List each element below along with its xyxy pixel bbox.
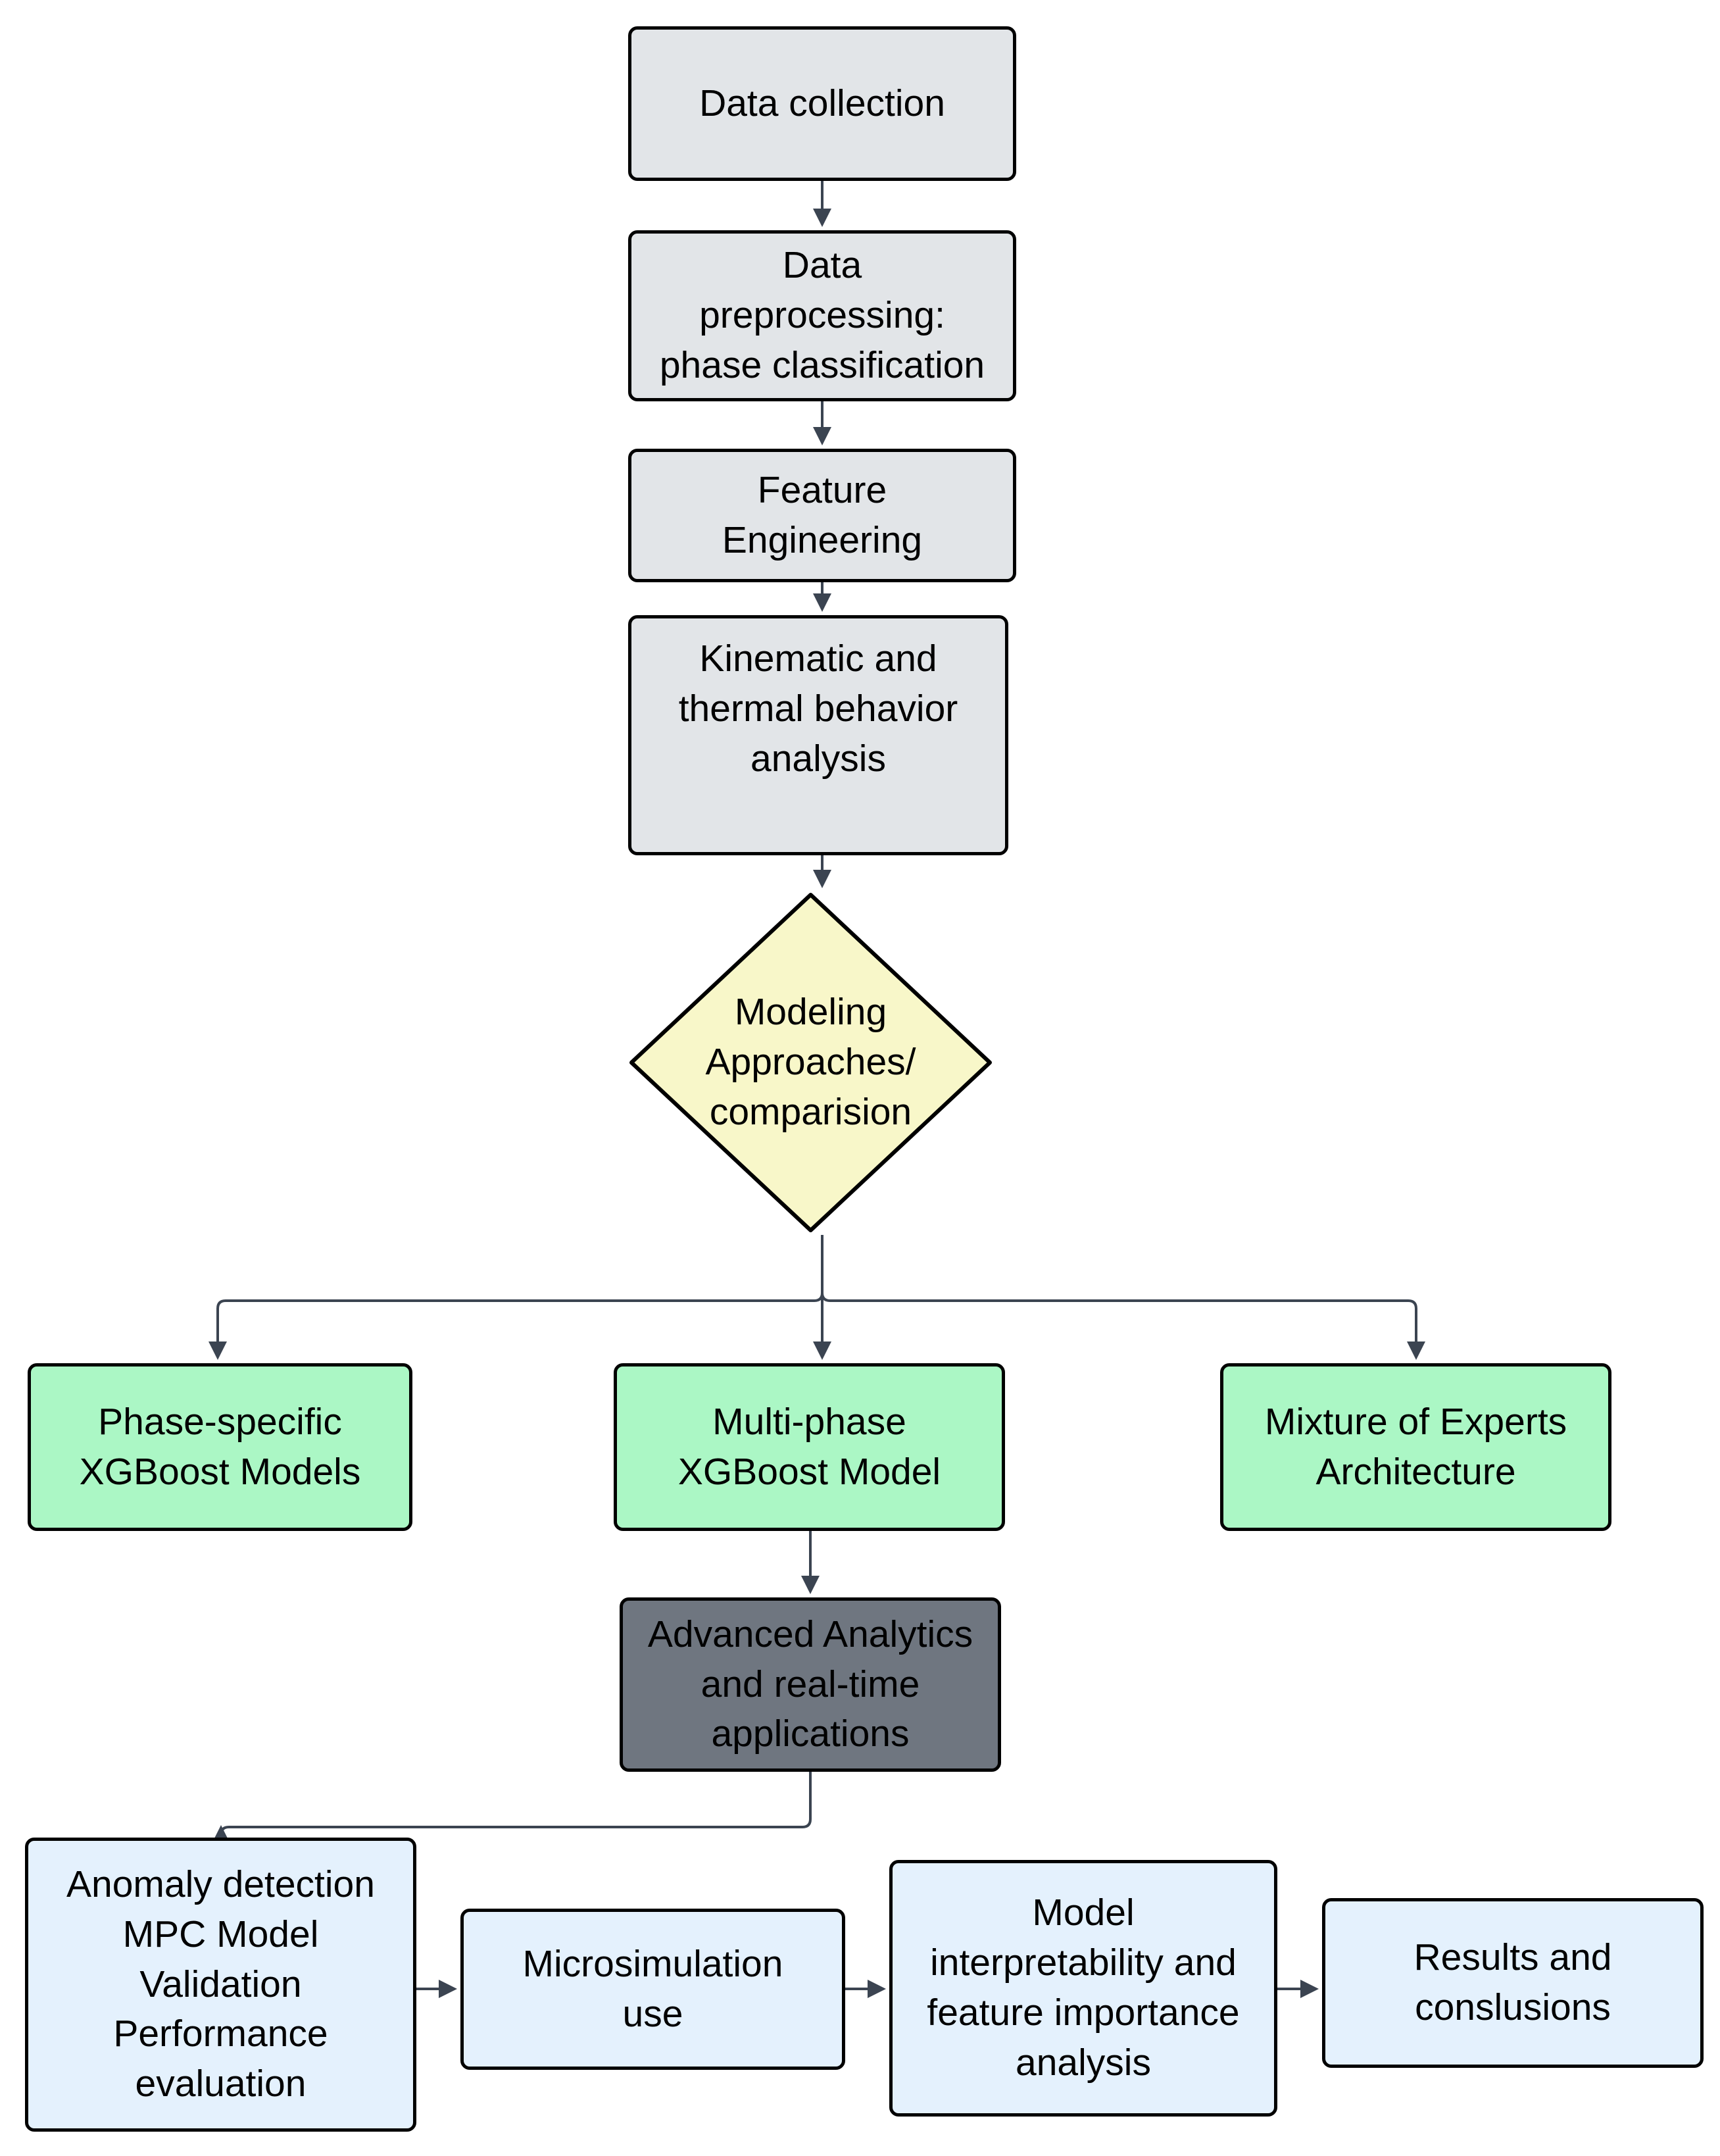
- node-microsimulation-use-label: Microsimulation use: [522, 1942, 783, 2035]
- node-mixture-of-experts-label: Mixture of Experts Architecture: [1264, 1400, 1567, 1493]
- node-data-preprocessing-label: Data preprocessing: phase classification: [659, 244, 985, 386]
- node-data-collection-label: Data collection: [699, 82, 945, 124]
- node-anomaly-detection[interactable]: Anomaly detection MPC Model Validation P…: [25, 1838, 416, 2132]
- node-multi-phase-xgboost[interactable]: Multi-phase XGBoost Model: [614, 1363, 1005, 1531]
- edge-modeling-to-mixture: [821, 1235, 1425, 1360]
- node-multi-phase-xgboost-label: Multi-phase XGBoost Model: [677, 1400, 941, 1493]
- node-kinematic-thermal-analysis[interactable]: Kinematic and thermal behavior analysis: [628, 615, 1008, 855]
- node-anomaly-detection-label: Anomaly detection MPC Model Validation P…: [66, 1863, 375, 2105]
- node-feature-engineering[interactable]: Feature Engineering: [628, 449, 1016, 582]
- node-results-conclusions-label: Results and conslusions: [1413, 1936, 1612, 2028]
- node-microsimulation-use[interactable]: Microsimulation use: [460, 1909, 845, 2070]
- node-advanced-analytics-label: Advanced Analytics and real-time applica…: [647, 1613, 973, 1755]
- node-advanced-analytics[interactable]: Advanced Analytics and real-time applica…: [620, 1597, 1001, 1772]
- node-modeling-approaches-label: Modeling Approaches/ comparision: [705, 991, 916, 1133]
- edge-modeling-to-phase-specific: [209, 1235, 823, 1360]
- node-data-collection[interactable]: Data collection: [628, 26, 1016, 181]
- node-modeling-approaches[interactable]: Modeling Approaches/ comparision: [628, 891, 993, 1234]
- diamond-shape: [629, 893, 992, 1232]
- node-phase-specific-xgboost-label: Phase-specific XGBoost Models: [79, 1400, 361, 1493]
- node-mixture-of-experts[interactable]: Mixture of Experts Architecture: [1220, 1363, 1611, 1531]
- node-model-interpretability[interactable]: Model interpretability and feature impor…: [889, 1860, 1277, 2117]
- node-results-conclusions[interactable]: Results and conslusions: [1322, 1898, 1704, 2068]
- node-phase-specific-xgboost[interactable]: Phase-specific XGBoost Models: [28, 1363, 412, 1531]
- node-model-interpretability-label: Model interpretability and feature impor…: [927, 1892, 1240, 2084]
- node-data-preprocessing[interactable]: Data preprocessing: phase classification: [628, 230, 1016, 401]
- edge-advanced-to-anomaly: [212, 1772, 812, 1843]
- node-kinematic-thermal-analysis-label: Kinematic and thermal behavior analysis: [678, 638, 958, 780]
- node-feature-engineering-label: Feature Engineering: [722, 468, 923, 561]
